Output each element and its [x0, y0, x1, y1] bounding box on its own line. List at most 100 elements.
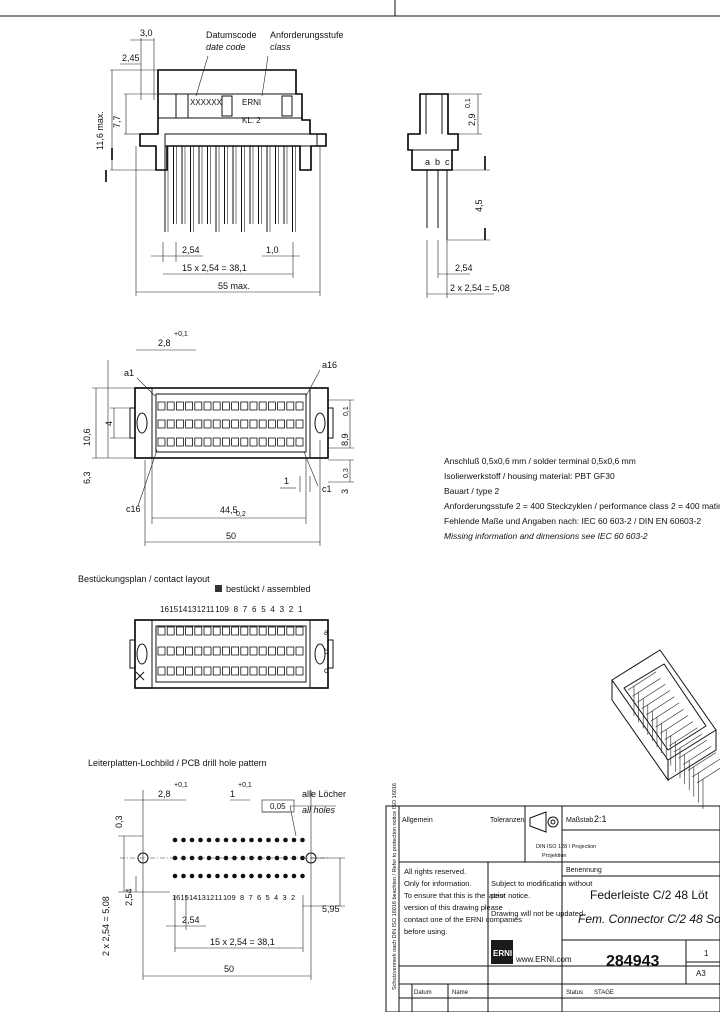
contact-assembled — [157, 646, 166, 656]
iso-pin — [632, 677, 661, 697]
iso-pin — [687, 752, 716, 771]
class-label-de: Anforderungsstufe — [270, 30, 344, 40]
spec-line: Isolierwerkstoff / housing material: PBT… — [444, 471, 615, 481]
contact-assembled — [286, 646, 295, 656]
tb-note-en: Drawing will not be updated. — [491, 909, 585, 918]
pin-number: 6 — [252, 605, 257, 614]
pin-number: 3 — [280, 605, 285, 614]
pcb-dim-tol2: +0,1 — [238, 782, 252, 789]
contact-cell — [203, 419, 212, 429]
spec-line: Fehlende Maße und Angaben nach: IEC 60 6… — [444, 516, 701, 526]
dim-50: 50 — [226, 531, 236, 541]
date-code-value: XXXXXX — [190, 98, 223, 107]
pin-number: 16 — [160, 605, 169, 614]
pcb-hole — [274, 873, 280, 879]
row-letter-a: a — [425, 157, 430, 167]
pcb-hole — [249, 873, 254, 879]
contact-cell — [166, 437, 175, 447]
dim-0-1: 0,1 — [343, 406, 350, 416]
projection-symbol — [529, 811, 559, 833]
pcb-pin-number: 13 — [198, 893, 206, 902]
pcb-dim-0-3: 0,3 — [114, 815, 124, 828]
contact-assembled — [267, 646, 276, 656]
dim-6-3: 6,3 — [82, 471, 92, 484]
pcb-pin-number: 2 — [291, 893, 295, 902]
contact-cell — [221, 437, 230, 447]
spec-line: Anschluß 0,5x0,6 mm / solder terminal 0,… — [444, 456, 636, 466]
dim-2-54: 2,54 — [455, 263, 473, 273]
contact-assembled — [221, 646, 230, 656]
contact-cell — [240, 437, 249, 447]
contact-cell — [212, 437, 221, 447]
dim-4: 4 — [104, 421, 114, 426]
contact-assembled — [194, 646, 203, 656]
dim-2-9: 2,9 — [467, 113, 477, 126]
pcb-dim-2-54: 2,54 — [124, 888, 134, 906]
date-code-label-de: Datumscode — [206, 30, 257, 40]
end-view: a b c 2,9 0,1 4,5 2,54 2 x 2,54 = 5,08 — [407, 93, 510, 298]
tb-website: www.ERNI.com — [515, 955, 572, 964]
pcb-hole — [198, 873, 203, 879]
tb-projection-short: Projektion — [542, 853, 566, 859]
contact-cell — [277, 401, 286, 411]
pcb-pin-number: 8 — [240, 893, 244, 902]
contact-assembled — [166, 626, 175, 636]
pcb-title: Leiterplatten-Lochbild / PCB drill hole … — [88, 758, 267, 768]
contact-cell — [286, 437, 295, 447]
contact-cell — [277, 419, 286, 429]
pin-number: 14 — [178, 605, 187, 614]
tb-note-en: prior notice. — [491, 891, 530, 900]
contact-cell — [203, 401, 212, 411]
pcb-hole — [223, 837, 229, 843]
pcb-pin-number: 10 — [223, 893, 231, 902]
contact-cell — [286, 419, 295, 429]
pin-number: 7 — [243, 605, 248, 614]
pcb-pin-number: 6 — [257, 893, 261, 902]
row-letter-b: b — [435, 157, 440, 167]
pcb-dim-2-8: 2,8 — [158, 789, 171, 799]
contact-assembled — [175, 666, 184, 676]
pcb-hole — [181, 837, 186, 843]
pin-number: 8 — [234, 605, 239, 614]
pcb-dim-50: 50 — [224, 964, 234, 974]
pcb-hole — [215, 837, 220, 843]
pcb-hole — [283, 837, 288, 843]
pcb-hole — [266, 837, 271, 843]
contact-assembled — [185, 626, 194, 636]
pcb-hole — [283, 873, 288, 879]
pcb-hole — [291, 873, 297, 879]
pcb-pin-number: 16 — [172, 893, 180, 902]
contact-assembled — [194, 666, 203, 676]
pcb-hole — [232, 837, 237, 843]
title-block: Allgemein Toleranzen Maßstab 2:1 DIN ISO… — [385, 783, 720, 1012]
tb-size-value: 2:1 — [594, 814, 607, 824]
pin-number: 10 — [215, 605, 224, 614]
pcb-pin-number: 12 — [206, 893, 214, 902]
pin-number: 4 — [270, 605, 275, 614]
label-c1: c1 — [322, 484, 332, 494]
dim-2-54: 2,54 — [182, 245, 200, 255]
contact-assembled — [221, 626, 230, 636]
contact-cell — [295, 401, 304, 411]
date-code-label-en: date code — [206, 42, 246, 52]
dim-0-3: 0,3 — [343, 468, 350, 478]
brand-small: ERNI — [242, 98, 261, 107]
tb-note: All rights reserved. — [404, 867, 466, 876]
layout-row-a: a — [324, 628, 329, 637]
contact-assembled — [249, 666, 258, 676]
pcb-hole — [206, 837, 212, 843]
pcb-hole — [300, 837, 305, 843]
contact-assembled — [258, 666, 267, 676]
tb-sheet: 1 — [704, 949, 709, 958]
pcb-hole — [249, 837, 254, 843]
iso-pin — [696, 767, 720, 784]
contact-cell — [166, 419, 175, 429]
pcb-hole — [266, 855, 271, 861]
contact-assembled — [286, 626, 295, 636]
layout-legend: bestückt / assembled — [226, 584, 311, 594]
pin-number: 5 — [261, 605, 266, 614]
contact-cell — [249, 419, 258, 429]
pin-number: 15 — [169, 605, 178, 614]
tb-tolerance: Toleranzen — [490, 817, 524, 824]
dim-55-max: 55 max. — [218, 281, 250, 291]
